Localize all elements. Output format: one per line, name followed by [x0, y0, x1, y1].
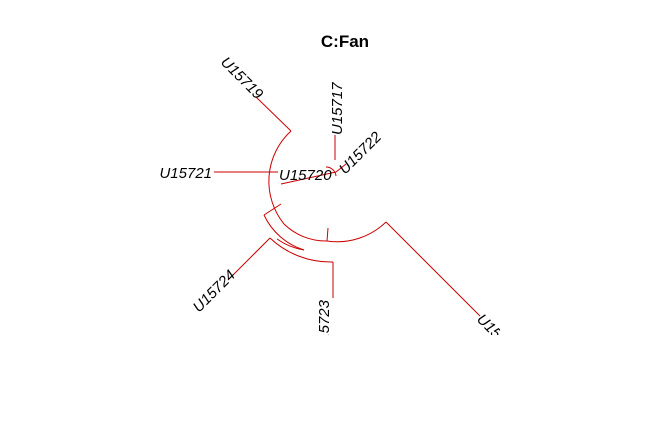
tip-label-u15718: U15718	[473, 311, 523, 361]
branch-arc-c	[269, 237, 334, 263]
tip-label-u15721: U15721	[159, 165, 212, 182]
tip-label-u15723: U15723	[316, 299, 333, 352]
tip-label-u15724: U15724	[190, 267, 239, 316]
branch-u15719	[255, 96, 292, 132]
branch-arc-main	[268, 130, 292, 225]
branch-stub-1	[326, 227, 329, 242]
tip-label-u15720: U15720	[279, 167, 332, 184]
branch-u15722	[335, 163, 347, 173]
branch-arc-a	[283, 223, 328, 242]
branches	[214, 96, 481, 317]
tip-label-u15719: U15719	[217, 54, 267, 104]
branch-stub-2	[263, 203, 282, 216]
tip-labels: U15717 U15722 U15720 U15721 U15719 U1572…	[159, 54, 523, 361]
diagram-title: C:Fan	[321, 32, 369, 51]
tip-label-u15717: U15717	[329, 82, 346, 135]
branch-arc-b	[263, 214, 305, 251]
branch-u15724	[227, 237, 271, 281]
branch-u15720	[280, 171, 337, 185]
branch-arc-inner	[325, 166, 337, 177]
branch-arc-outer	[326, 221, 387, 243]
branch-arc-d	[276, 238, 305, 251]
branch-u15718	[385, 221, 481, 317]
tree: U15717 U15722 U15720 U15721 U15719 U1572…	[159, 54, 523, 361]
